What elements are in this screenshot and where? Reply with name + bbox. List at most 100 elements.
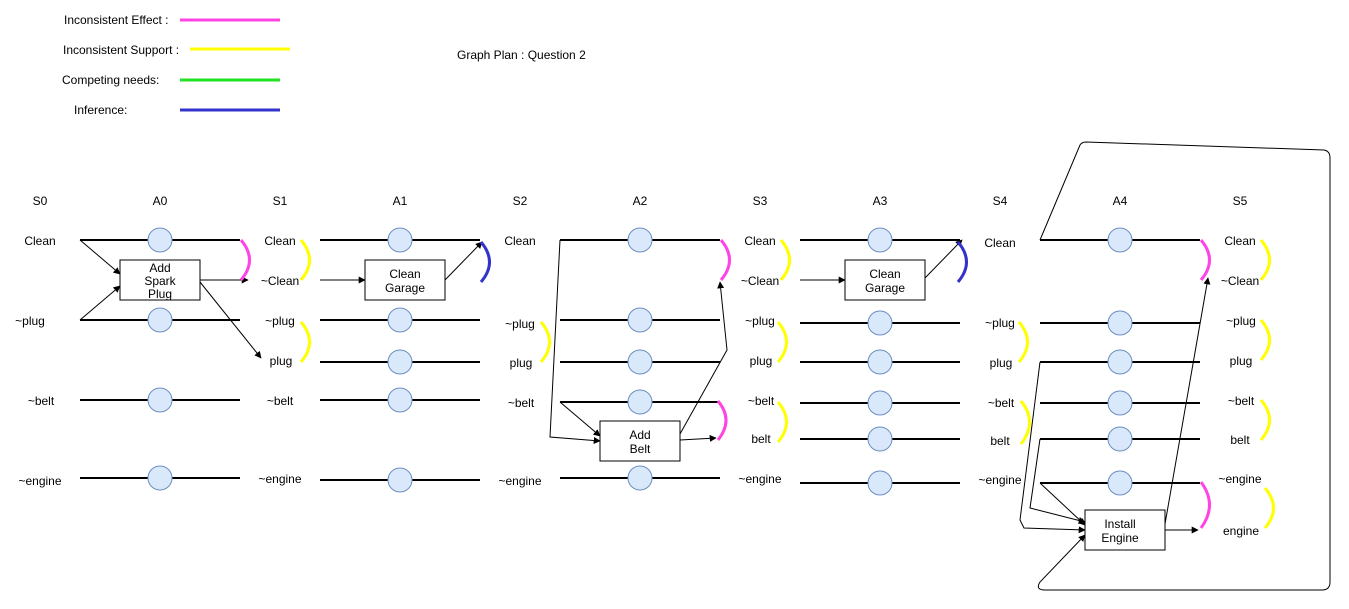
noop-node bbox=[867, 426, 893, 452]
action-clean-garage-a1: Clean Garage bbox=[364, 259, 446, 301]
mutex-inconsistent-effect bbox=[719, 239, 731, 281]
s2-literal: ~engine bbox=[498, 474, 541, 488]
legend-label-competing-needs: Competing needs: bbox=[62, 73, 159, 87]
action-install-engine: Install Engine bbox=[1084, 509, 1166, 551]
s0-literal: ~engine bbox=[18, 474, 61, 488]
col-s0: S0 bbox=[33, 194, 48, 208]
col-s5: S5 bbox=[1233, 194, 1248, 208]
s1-literal: ~belt bbox=[267, 394, 294, 408]
s3-literal: ~plug bbox=[745, 314, 775, 328]
action-label-line: Belt bbox=[630, 442, 651, 456]
s4-literal: Clean bbox=[984, 236, 1015, 250]
s5-literal: ~belt bbox=[1228, 394, 1255, 408]
mutex-inconsistent-support bbox=[1017, 321, 1029, 363]
mutex-inconsistent-support bbox=[1263, 487, 1275, 529]
noop-node bbox=[867, 349, 893, 375]
s2-literal: ~plug bbox=[505, 317, 535, 331]
noop-node bbox=[387, 227, 413, 253]
noop-node bbox=[387, 467, 413, 493]
noop-node bbox=[1107, 470, 1133, 496]
action-clean-garage-a3: Clean Garage bbox=[844, 259, 926, 301]
mutex-inconsistent-support bbox=[539, 321, 551, 363]
noop-node bbox=[1107, 426, 1133, 452]
noop-node bbox=[147, 465, 173, 491]
noop-node bbox=[1107, 390, 1133, 416]
mutex-inconsistent-support bbox=[1019, 400, 1031, 445]
s1-literal: plug bbox=[270, 354, 293, 368]
s0-literal: ~plug bbox=[15, 314, 45, 328]
noop-node bbox=[867, 310, 893, 336]
noop-node bbox=[1107, 349, 1133, 375]
noop-node bbox=[147, 307, 173, 333]
mutex-inference bbox=[956, 241, 968, 283]
mutex-inconsistent-effect bbox=[239, 239, 251, 281]
s4-literal: plug bbox=[990, 356, 1013, 370]
s5-literal: plug bbox=[1230, 354, 1253, 368]
mutex-arcs bbox=[239, 239, 1275, 529]
action-label-line: Add bbox=[629, 428, 650, 442]
noop-node bbox=[147, 227, 173, 253]
noop-node bbox=[627, 307, 653, 333]
noop-node bbox=[627, 227, 653, 253]
s5-literal: ~Clean bbox=[1221, 274, 1259, 288]
s5-literal: belt bbox=[1230, 433, 1250, 447]
col-a4: A4 bbox=[1113, 194, 1128, 208]
action-label-line: Engine bbox=[1101, 531, 1139, 545]
s4-literal: belt bbox=[990, 434, 1010, 448]
action-label-line: Install bbox=[1104, 517, 1135, 531]
action-label-line: Garage bbox=[385, 281, 425, 295]
action-label-line: Clean bbox=[869, 267, 900, 281]
s3-literal: plug bbox=[750, 354, 773, 368]
mutex-inconsistent-support bbox=[1259, 399, 1271, 441]
mutex-inconsistent-effect bbox=[1199, 239, 1211, 281]
mutex-inconsistent-support bbox=[1259, 239, 1271, 281]
noop-node bbox=[867, 227, 893, 253]
s0-literal: Clean bbox=[24, 234, 55, 248]
legend: Inconsistent Effect : Inconsistent Suppo… bbox=[62, 13, 290, 117]
s4-literal: ~plug bbox=[985, 316, 1015, 330]
noop-node bbox=[867, 470, 893, 496]
col-a2: A2 bbox=[633, 194, 648, 208]
col-a3: A3 bbox=[873, 194, 888, 208]
s1-literal: Clean bbox=[264, 234, 295, 248]
action-add-spark-plug: Add Spark Plug bbox=[119, 259, 201, 301]
s1-literal: ~plug bbox=[265, 314, 295, 328]
s4-literal: ~engine bbox=[978, 473, 1021, 487]
action-arrows bbox=[79, 141, 1331, 591]
s3-literal: ~belt bbox=[748, 394, 775, 408]
noop-node bbox=[867, 390, 893, 416]
noop-node bbox=[1107, 310, 1133, 336]
s0-literal: ~belt bbox=[28, 394, 55, 408]
noop-node bbox=[387, 349, 413, 375]
mutex-inconsistent-support bbox=[779, 239, 791, 281]
s3-literal: ~Clean bbox=[741, 274, 779, 288]
noop-node bbox=[387, 307, 413, 333]
noop-node bbox=[627, 465, 653, 491]
legend-label-inference: Inference: bbox=[74, 103, 127, 117]
action-label-line: Clean bbox=[389, 267, 420, 281]
mutex-inconsistent-support bbox=[299, 321, 311, 363]
noop-nodes bbox=[147, 227, 1133, 496]
s5-literal: engine bbox=[1223, 524, 1259, 538]
s5-literal: ~engine bbox=[1218, 472, 1261, 486]
action-label-line: Plug bbox=[148, 287, 172, 301]
col-a0: A0 bbox=[153, 194, 168, 208]
s1-literal: ~engine bbox=[258, 472, 301, 486]
col-s2: S2 bbox=[513, 194, 528, 208]
action-label-line: Spark bbox=[144, 274, 176, 288]
action-label-line: Add bbox=[149, 261, 170, 275]
noop-node bbox=[147, 387, 173, 413]
mutex-inconsistent-support bbox=[299, 239, 311, 281]
action-add-belt: Add Belt bbox=[599, 420, 681, 462]
s4-literal: ~belt bbox=[988, 396, 1015, 410]
col-s3: S3 bbox=[753, 194, 768, 208]
noop-node bbox=[387, 387, 413, 413]
noop-node bbox=[627, 389, 653, 415]
s5-literal: ~plug bbox=[1226, 314, 1256, 328]
mutex-inconsistent-support bbox=[776, 321, 788, 363]
col-s4: S4 bbox=[993, 194, 1008, 208]
s2-literal: ~belt bbox=[508, 396, 535, 410]
s3-literal: belt bbox=[751, 432, 771, 446]
state-labels: Clean ~plug ~belt ~engine Clean ~Clean ~… bbox=[15, 234, 1262, 538]
